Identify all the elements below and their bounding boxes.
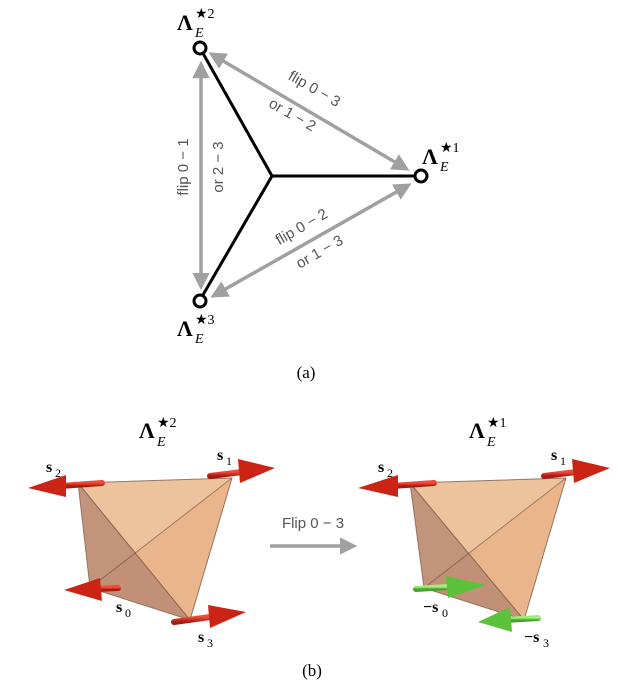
- spin-label-s0-left: s 0: [116, 599, 131, 620]
- svg-text:★1: ★1: [487, 416, 507, 431]
- svg-text:E: E: [486, 435, 496, 450]
- svg-text:Λ: Λ: [177, 316, 193, 341]
- node-label-bottom: Λ ★3 E: [177, 313, 215, 347]
- svg-text:s: s: [116, 599, 122, 616]
- svg-text:1: 1: [560, 454, 566, 468]
- svg-text:Λ: Λ: [422, 144, 438, 169]
- svg-text:s: s: [378, 459, 384, 476]
- node-bottom: [192, 293, 208, 309]
- svg-text:s: s: [217, 447, 223, 464]
- spin-arrow-s2-left: [28, 475, 105, 497]
- edge-label-left-1: flip 0 − 1: [175, 138, 192, 195]
- svg-text:3: 3: [207, 636, 213, 650]
- spin-arrow-s0-left: [64, 578, 121, 601]
- node-top: [192, 40, 208, 56]
- svg-text:E: E: [194, 332, 204, 347]
- spin-arrow-s3-left: [171, 605, 246, 628]
- spin-label-s2-right: s 2: [378, 459, 393, 480]
- edge-label-left-2: or 2 − 3: [210, 141, 227, 192]
- spin-label-s1-right: s 1: [551, 447, 566, 468]
- spin-arrow-s1-right: [541, 459, 610, 483]
- node-label-top: Λ ★2 E: [177, 7, 215, 41]
- svg-text:E: E: [156, 435, 166, 450]
- svg-text:★2: ★2: [157, 416, 177, 431]
- flip-arrow-bottom-right: [210, 183, 412, 298]
- spin-arrow-s2-right: [358, 475, 437, 497]
- transition-label: Flip 0 − 3: [282, 515, 344, 532]
- svg-text:−s: −s: [423, 599, 438, 616]
- svg-text:Λ: Λ: [139, 418, 155, 443]
- state-label-right: Λ ★1 E: [469, 416, 507, 450]
- svg-text:E: E: [439, 160, 449, 175]
- svg-text:−s: −s: [524, 629, 539, 646]
- spin-arrow-minus-s3-right: [478, 607, 541, 632]
- spin-label-minus-s3-right: −s 3: [524, 629, 549, 650]
- spin-label-minus-s0-right: −s 0: [423, 599, 448, 620]
- svg-text:s: s: [46, 459, 52, 476]
- edge-label-bottom-right-2: or 1 − 3: [293, 232, 346, 272]
- state-label-left: Λ ★2 E: [139, 416, 177, 450]
- svg-text:0: 0: [442, 606, 448, 620]
- svg-text:Λ: Λ: [177, 10, 193, 35]
- svg-text:Λ: Λ: [469, 418, 485, 443]
- spin-label-s1-left: s 1: [217, 447, 232, 468]
- svg-text:E: E: [194, 26, 204, 41]
- spin-arrow-s1-left: [207, 459, 275, 483]
- svg-text:2: 2: [387, 466, 393, 480]
- spin-label-s2-left: s 2: [46, 459, 61, 480]
- spin-label-s3-left: s 3: [198, 629, 213, 650]
- svg-text:s: s: [198, 629, 204, 646]
- node-label-right: Λ ★1 E: [422, 141, 460, 175]
- flip-arrow-top-right: [208, 52, 410, 171]
- caption-b: (b): [302, 661, 322, 680]
- svg-text:1: 1: [226, 454, 232, 468]
- svg-text:★2: ★2: [195, 7, 215, 22]
- svg-text:0: 0: [125, 606, 131, 620]
- svg-text:3: 3: [543, 636, 549, 650]
- svg-text:★1: ★1: [440, 141, 460, 156]
- spin-arrow-minus-s0-right: [413, 576, 486, 598]
- node-right: [413, 168, 429, 184]
- svg-text:2: 2: [55, 466, 61, 480]
- svg-text:★3: ★3: [195, 313, 215, 328]
- svg-text:s: s: [551, 447, 557, 464]
- caption-a: (a): [297, 363, 316, 382]
